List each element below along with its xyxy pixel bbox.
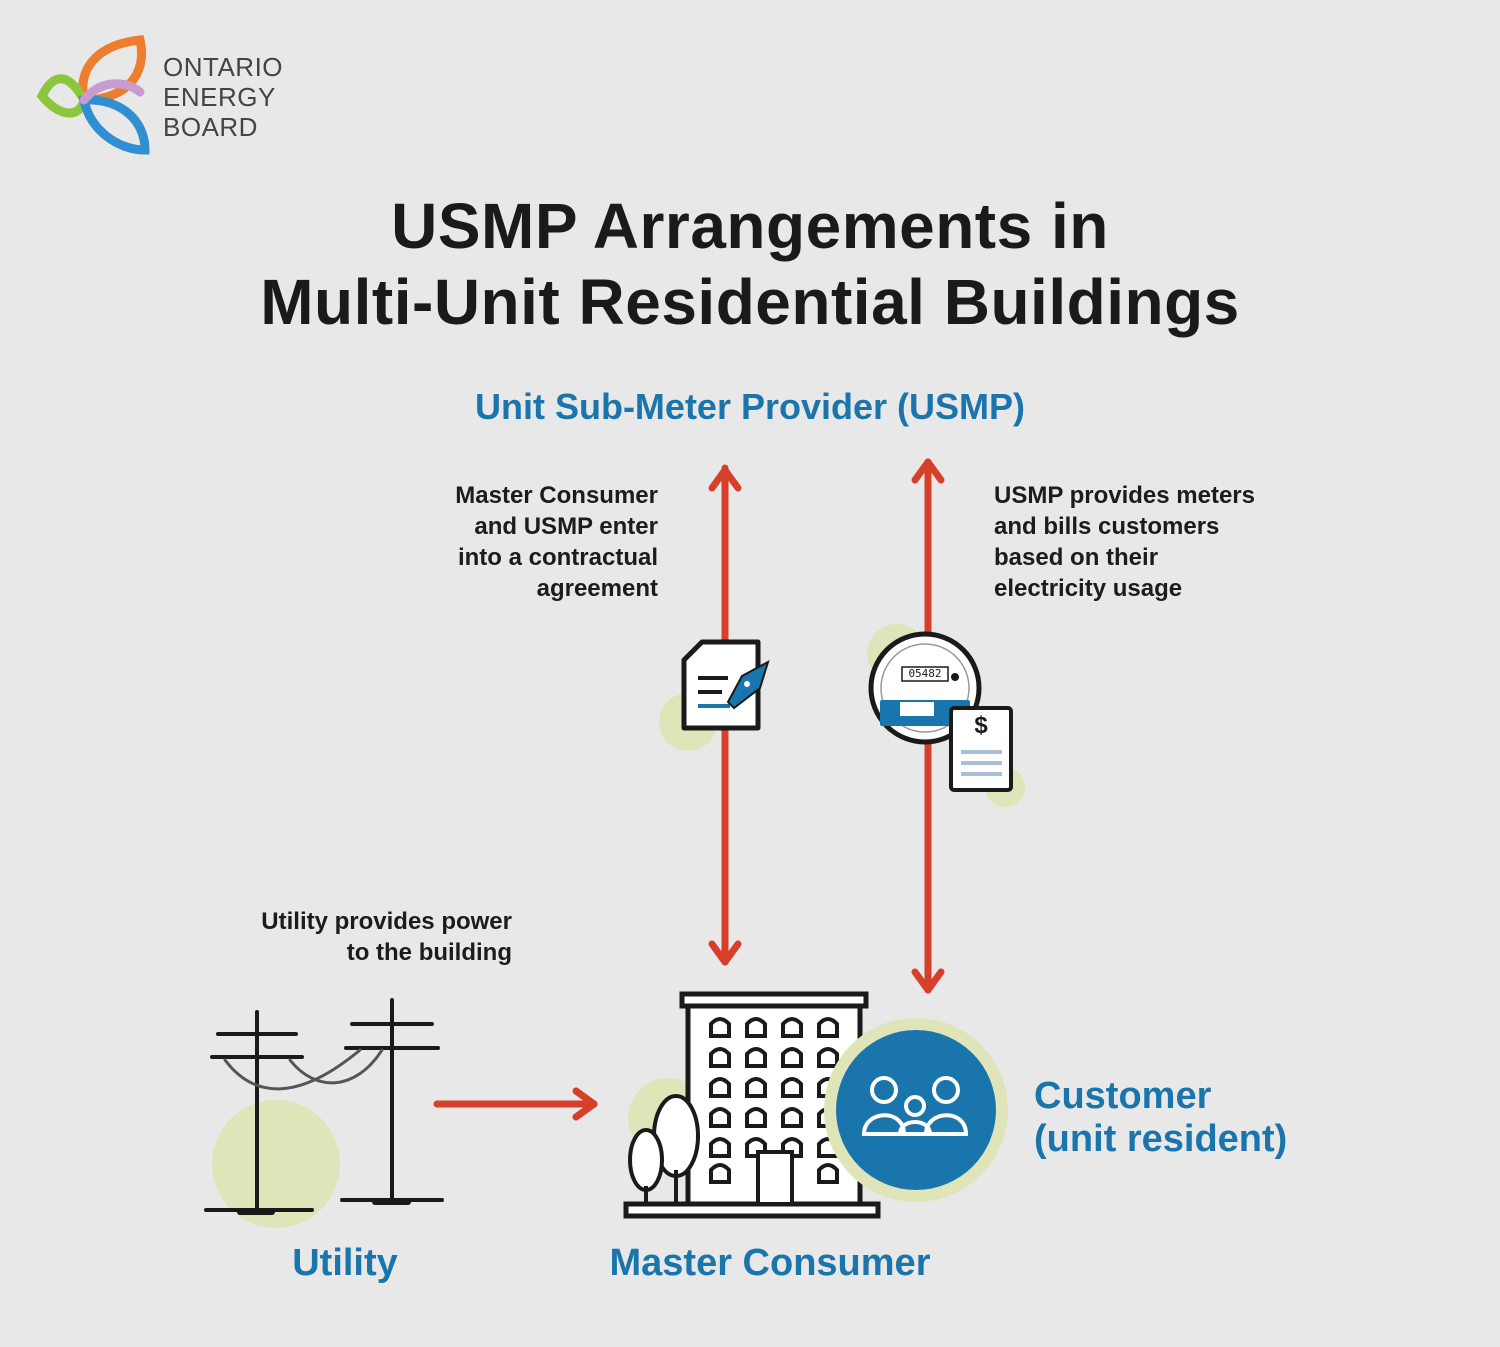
billing-note-line: electricity usage — [994, 575, 1183, 602]
building-window — [709, 1077, 731, 1098]
page-title: USMP Arrangements in Multi-Unit Resident… — [0, 188, 1500, 340]
logo-line-1: ONTARIO — [163, 52, 284, 82]
building-window — [709, 1047, 731, 1068]
ontario-energy-board-logo-icon — [36, 35, 150, 155]
contract-note-line: into a contractual — [457, 544, 658, 571]
master-consumer-label: Master Consumer — [609, 1242, 931, 1284]
building-window — [709, 1137, 731, 1158]
power-note: Utility provides power to the building — [200, 906, 512, 968]
building-window — [745, 1077, 767, 1098]
contract-note-line: Master Consumer — [455, 482, 658, 509]
usmp-label: Unit Sub-Meter Provider (USMP) — [474, 386, 1026, 427]
bill-icon — [949, 706, 1025, 807]
building-window — [709, 1107, 731, 1128]
contract-note: Master Consumer and USMP enter into a co… — [380, 480, 658, 604]
power-note-line: Utility provides power — [261, 908, 512, 935]
customer-label-line-2: (unit resident) — [1034, 1118, 1288, 1160]
contract-note-line: agreement — [536, 575, 658, 602]
logo-line-2: ENERGY — [163, 82, 276, 112]
building-window — [781, 1077, 803, 1098]
contract-note-line: and USMP enter — [474, 513, 658, 540]
bill-dollar-sign: $ — [974, 712, 988, 739]
building-window — [781, 1107, 803, 1128]
power-note-line: to the building — [346, 939, 512, 966]
logo-line-3: BOARD — [163, 112, 258, 142]
title-line-2: Multi-Unit Residential Buildings — [260, 266, 1240, 338]
billing-note: USMP provides meters and bills customers… — [994, 480, 1314, 604]
building-window — [745, 1107, 767, 1128]
billing-note-line: and bills customers — [994, 513, 1220, 540]
customer-label: Customer (unit resident) — [1034, 1075, 1287, 1161]
meter-reading: 05482 — [908, 667, 942, 680]
utility-poles-icon — [204, 998, 444, 1228]
title-line-1: USMP Arrangements in — [391, 190, 1109, 262]
building-window — [745, 1047, 767, 1068]
utility-label: Utility — [292, 1242, 398, 1284]
building-window — [817, 1047, 839, 1068]
building-window — [781, 1017, 803, 1038]
power-arrow — [433, 1087, 598, 1121]
building-window — [709, 1017, 731, 1038]
building-window — [817, 1163, 839, 1184]
billing-note-line: USMP provides meters — [994, 482, 1255, 509]
logo-wordmark: ONTARIO ENERGY BOARD — [163, 52, 283, 142]
building-window — [745, 1017, 767, 1038]
building-window — [709, 1163, 731, 1184]
contract-pen-icon — [659, 639, 770, 751]
billing-note-line: based on their — [994, 544, 1159, 571]
family-icon — [824, 1018, 1008, 1202]
building-window — [781, 1047, 803, 1068]
building-window — [817, 1017, 839, 1038]
customer-label-line-1: Customer — [1034, 1075, 1212, 1117]
